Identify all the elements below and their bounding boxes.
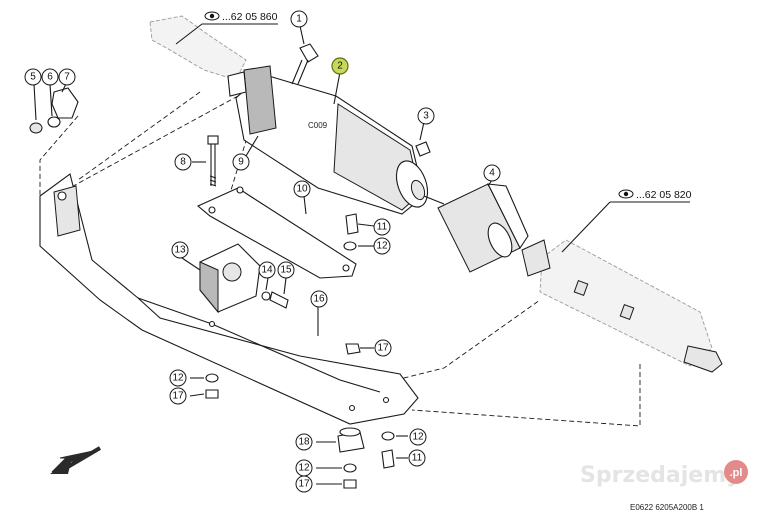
motor-cylinder: C009 [227, 65, 429, 215]
callout-15: 15 [277, 261, 295, 279]
leader-lines [33, 25, 493, 485]
svg-text:10: 10 [296, 184, 308, 195]
callout-17: 17 [169, 387, 187, 405]
svg-text:15: 15 [280, 265, 292, 276]
bolt-part-8 [207, 135, 219, 187]
svg-text:5: 5 [30, 72, 36, 83]
svg-text:3: 3 [423, 111, 429, 122]
strap-plate [196, 186, 357, 279]
svg-text:13: 13 [174, 245, 186, 256]
svg-text:18: 18 [298, 437, 310, 448]
reference-right-label: ...62 05 820 [636, 189, 692, 201]
svg-text:17: 17 [377, 343, 389, 354]
callout-1: 1 [290, 10, 308, 28]
key-part-3 [415, 141, 431, 157]
callout-12: 12 [295, 459, 313, 477]
reference-right: ...62 05 820 [561, 189, 692, 253]
watermark-text: Sprzedajemy [580, 463, 741, 488]
drawing-code: E0622 6205A200B 1 [630, 503, 704, 512]
callout-10: 10 [293, 180, 311, 198]
svg-text:1: 1 [296, 14, 302, 25]
callout-14: 14 [258, 261, 276, 279]
arrow-icon [50, 446, 102, 474]
svg-text:8: 8 [180, 157, 186, 168]
callout-11: 11 [408, 449, 426, 467]
bolt-part-1 [291, 43, 319, 85]
reference-top-label: ...62 05 860 [222, 11, 278, 23]
callout-17: 17 [295, 475, 313, 493]
svg-text:11: 11 [377, 222, 388, 233]
callout-8: 8 [174, 153, 192, 171]
callout-12: 12 [169, 369, 187, 387]
callout-11: 11 [373, 218, 391, 236]
svg-text:14: 14 [261, 265, 273, 276]
svg-text:12: 12 [298, 463, 310, 474]
svg-text:6: 6 [47, 72, 53, 83]
reference-top: ...62 05 860 [175, 11, 278, 45]
watermark-badge: .pl [730, 467, 743, 479]
watermark: Sprzedajemy .pl [580, 460, 748, 488]
svg-text:12: 12 [412, 432, 424, 443]
callouts: 1 2 3 4 5 6 7 8 9 10 11 11 12 12 12 12 1… [24, 10, 501, 493]
callout-2: 2 [331, 57, 349, 75]
callout-5: 5 [24, 68, 42, 86]
svg-text:17: 17 [298, 479, 310, 490]
svg-text:12: 12 [376, 241, 388, 252]
callout-17: 17 [374, 339, 392, 357]
ghost-actuator [521, 239, 723, 373]
callout-3: 3 [417, 107, 435, 125]
base-frame-plate [39, 173, 419, 425]
ghost-upper-bracket [149, 15, 247, 81]
callout-6: 6 [41, 68, 59, 86]
mounting-block [199, 243, 261, 314]
callout-12: 12 [409, 428, 427, 446]
fasteners [205, 213, 395, 489]
clamp-hardware [29, 87, 79, 134]
svg-text:16: 16 [313, 294, 325, 305]
svg-text:12: 12 [172, 373, 184, 384]
callout-13: 13 [171, 241, 189, 259]
callout-16: 16 [310, 290, 328, 308]
callout-18: 18 [295, 433, 313, 451]
svg-text:9: 9 [238, 157, 244, 168]
svg-text:17: 17 [172, 391, 184, 402]
callout-7: 7 [58, 68, 76, 86]
svg-text:2: 2 [337, 61, 343, 72]
callout-9: 9 [232, 153, 250, 171]
eye-icon [618, 189, 634, 199]
svg-text:7: 7 [64, 72, 70, 83]
callout-12: 12 [373, 237, 391, 255]
motor-code-label: C009 [308, 121, 328, 130]
svg-text:11: 11 [412, 453, 423, 464]
shaft-coupling [423, 183, 529, 273]
callout-4: 4 [483, 164, 501, 182]
eye-icon [204, 11, 220, 21]
svg-text:4: 4 [489, 168, 495, 179]
